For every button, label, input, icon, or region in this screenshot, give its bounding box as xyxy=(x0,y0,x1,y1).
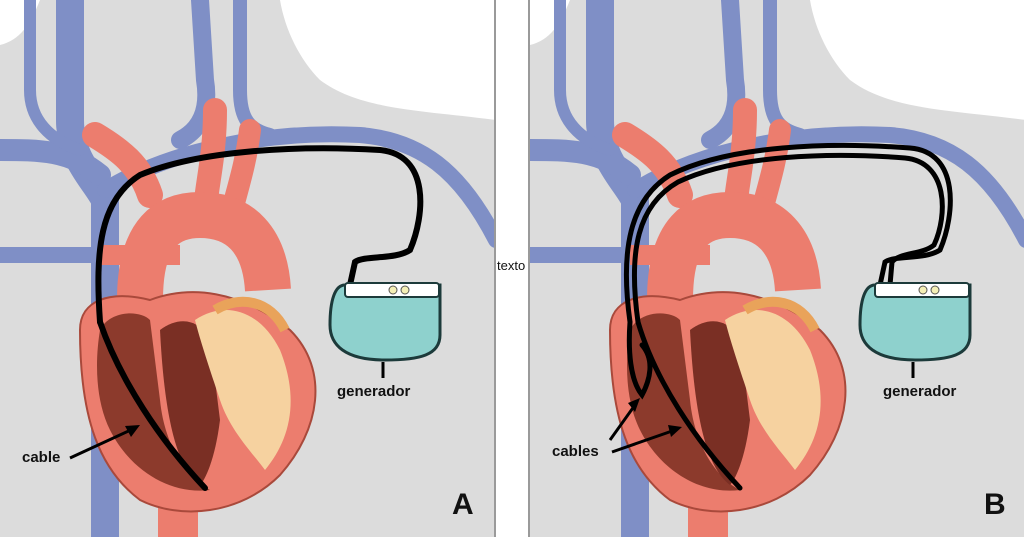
shoulder-outline xyxy=(810,0,1024,120)
panel-b-dual-lead: generador cables B xyxy=(528,0,1024,537)
panel-b-illustration xyxy=(530,0,1024,537)
shoulder-outline xyxy=(280,0,494,120)
generator-label: generador xyxy=(883,383,957,400)
atrial-lead-tip xyxy=(626,319,653,400)
panel-a-illustration xyxy=(0,0,494,537)
arrows-to-leads xyxy=(608,398,682,454)
vein-system xyxy=(530,0,1024,537)
panel-letter: B xyxy=(984,488,1006,521)
arrow-to-lead xyxy=(69,425,140,460)
pacing-lead-intracardiac xyxy=(97,319,208,491)
middle-text: texto xyxy=(497,258,526,273)
panel-a-single-lead: generador cable A xyxy=(0,0,496,537)
pulse-generator xyxy=(328,282,442,378)
pulse-generator xyxy=(858,282,972,378)
lead-label: cable xyxy=(22,449,61,466)
leads-label: cables xyxy=(552,443,599,460)
pacing-lead-1 xyxy=(623,142,953,325)
heart xyxy=(78,291,317,513)
generator-label: generador xyxy=(337,383,411,400)
vein-system xyxy=(0,0,494,537)
panel-letter: A xyxy=(452,488,474,521)
ventricular-lead-tip xyxy=(635,319,743,491)
pacing-lead xyxy=(95,145,424,325)
pacing-lead-2 xyxy=(631,152,945,325)
heart xyxy=(608,291,847,513)
